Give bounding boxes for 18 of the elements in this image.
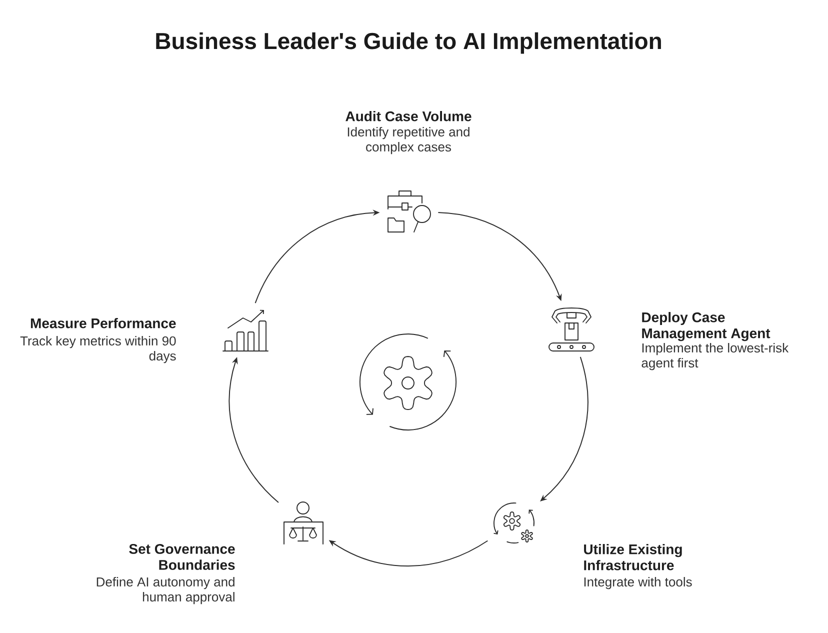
step-heading: Deploy Case Management Agent	[642, 312, 770, 342]
step-heading: Audit Case Volume	[346, 111, 472, 122]
step-description: Track key metrics within 90 days	[20, 336, 176, 364]
step-description: Implement the lowest-risk agent first	[642, 343, 789, 370]
robot-conveyor-icon	[548, 308, 594, 352]
bar-chart-icon	[222, 310, 268, 352]
step-heading: Set Governance Boundaries	[129, 544, 235, 570]
step-description: Define AI autonomy and human approval	[96, 577, 234, 604]
person-scales-icon	[284, 502, 324, 544]
title: Business Leader's Guide to AI Implementation	[156, 32, 661, 54]
step-heading: Utilize Existing Infrastructure	[584, 544, 682, 570]
curved-arrow	[540, 356, 588, 502]
step-description: Identify repetitive and complex cases	[348, 127, 470, 154]
step-heading: Measure Performance	[30, 318, 176, 328]
gear-cycle-icon	[360, 334, 456, 430]
gears-cycle-icon	[493, 502, 534, 544]
briefcase-magnifier-icon	[388, 190, 431, 232]
step-description: Integrate with tools	[584, 577, 692, 590]
